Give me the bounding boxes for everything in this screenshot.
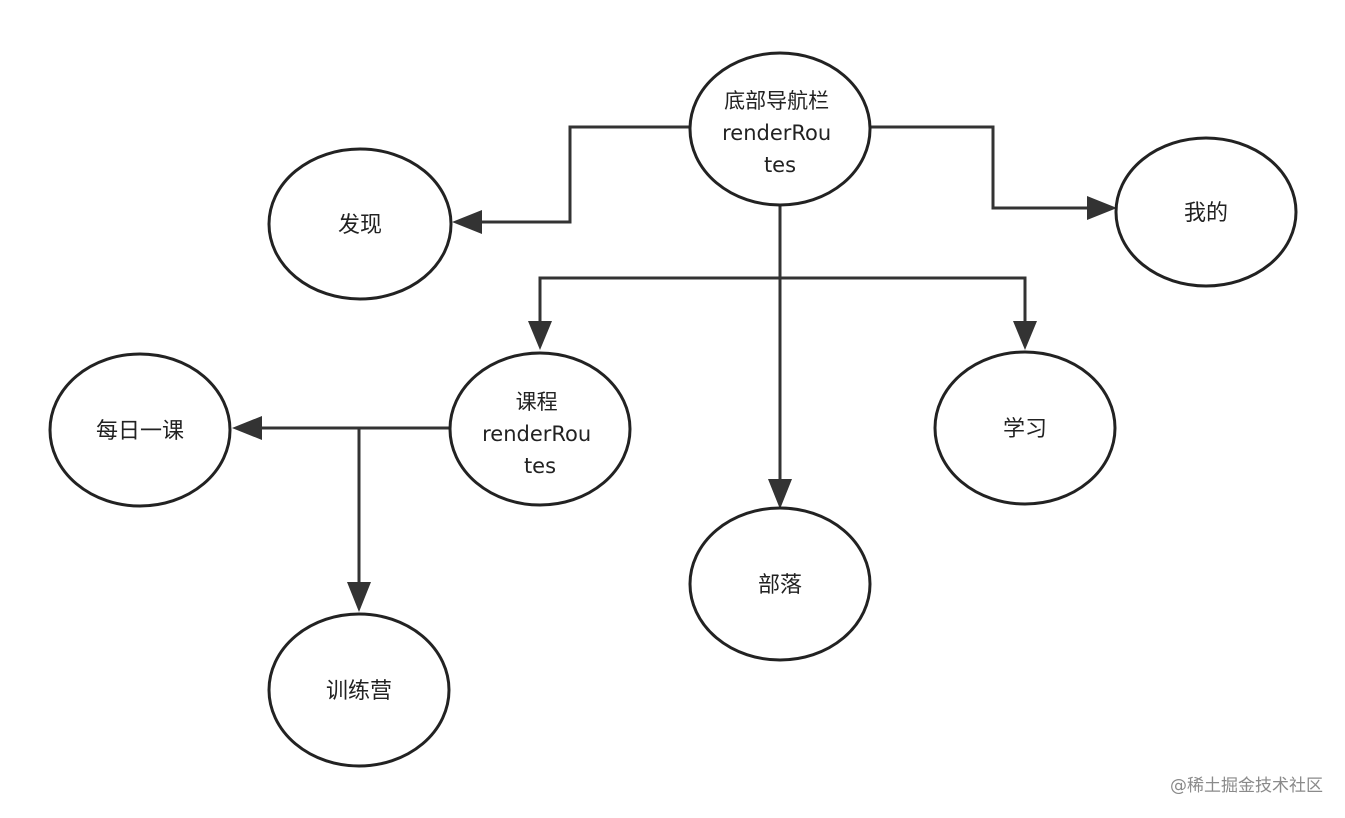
node-bottom-nav-line-2: renderRou bbox=[722, 121, 831, 145]
node-daily-lesson-label: 每日一课 bbox=[96, 419, 184, 444]
arrowhead-training-camp bbox=[347, 582, 371, 612]
arrowhead-discover bbox=[452, 210, 482, 234]
node-mine-shape bbox=[1114, 136, 1298, 288]
arrowhead-mine bbox=[1087, 196, 1117, 220]
node-training-camp-label: 训练营 bbox=[326, 679, 392, 704]
arrowhead-study bbox=[1013, 321, 1037, 350]
node-bottom-nav-line-3: tes bbox=[764, 153, 796, 177]
watermark-text: @稀土掘金技术社区 bbox=[1170, 776, 1323, 796]
node-discover-label: 发现 bbox=[338, 213, 382, 238]
node-tribe-shape bbox=[688, 506, 872, 662]
node-discover: 发现 bbox=[267, 147, 453, 301]
node-bottom-nav-label: 底部导航栏 renderRou tes bbox=[722, 89, 838, 177]
node-study-shape bbox=[933, 350, 1117, 506]
node-daily-lesson-shape bbox=[48, 352, 232, 508]
edge-bottom-nav-to-course bbox=[538, 276, 780, 321]
node-training-camp: 训练营 bbox=[267, 612, 451, 768]
edges bbox=[232, 125, 1117, 612]
edge-bottom-nav-to-mine bbox=[870, 125, 1087, 210]
node-bottom-nav-shape bbox=[688, 51, 872, 207]
node-study-label: 学习 bbox=[1003, 417, 1047, 442]
node-course-label: 课程 renderRou tes bbox=[482, 390, 598, 478]
node-study: 学习 bbox=[933, 350, 1117, 506]
node-course-line-3: tes bbox=[524, 454, 556, 478]
node-mine: 我的 bbox=[1114, 136, 1298, 288]
node-discover-shape bbox=[267, 147, 453, 301]
node-mine-label: 我的 bbox=[1184, 201, 1228, 226]
node-course: 课程 renderRou tes bbox=[448, 351, 632, 507]
node-tribe: 部落 bbox=[688, 506, 872, 662]
node-course-line-1: 课程 bbox=[516, 390, 558, 414]
node-course-shape bbox=[448, 351, 632, 507]
edge-bottom-nav-to-discover bbox=[482, 125, 690, 224]
node-tribe-label: 部落 bbox=[758, 573, 802, 598]
node-daily-lesson: 每日一课 bbox=[48, 352, 232, 508]
node-training-camp-shape bbox=[267, 612, 451, 768]
arrowhead-tribe bbox=[768, 479, 792, 509]
arrowhead-course bbox=[528, 321, 552, 350]
arrowhead-daily-lesson bbox=[232, 416, 262, 440]
node-course-line-2: renderRou bbox=[482, 422, 591, 446]
node-bottom-nav-line-1: 底部导航栏 bbox=[724, 89, 829, 113]
node-bottom-nav: 底部导航栏 renderRou tes bbox=[688, 51, 872, 207]
edge-bottom-nav-to-study bbox=[780, 276, 1027, 321]
